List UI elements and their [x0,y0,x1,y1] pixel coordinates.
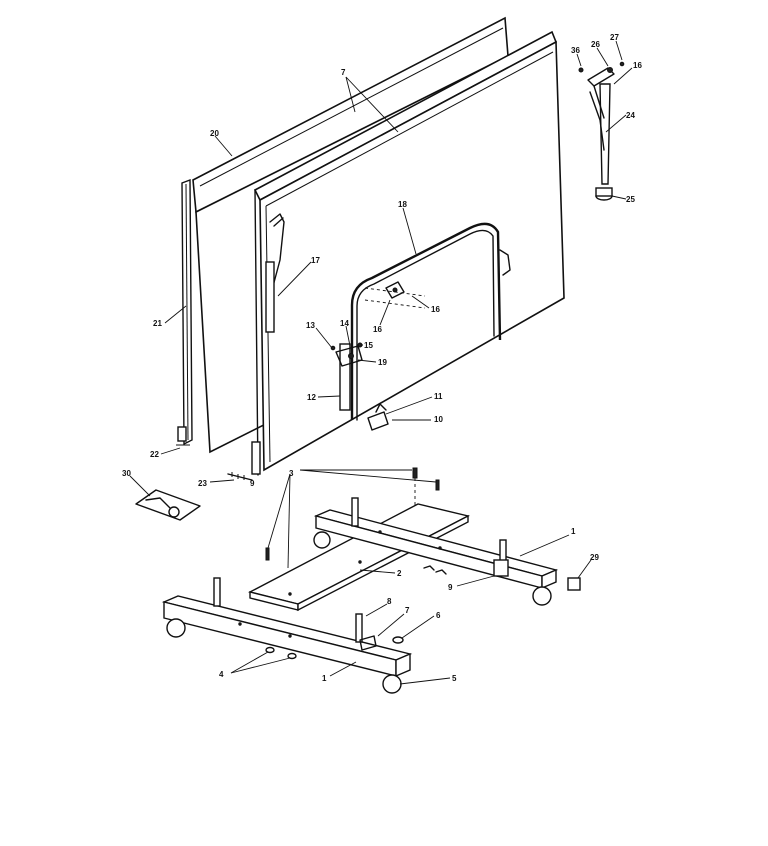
callout-30: 30 [122,469,131,478]
callout-36: 36 [571,46,580,55]
callout-23: 23 [198,479,207,488]
callout-8: 8 [387,597,392,606]
caps-and-glides [265,565,581,660]
callout-27: 27 [610,33,619,42]
callout-19-latch: 19 [378,358,387,367]
callout-21: 21 [153,319,162,328]
callout-15: 15 [364,341,373,350]
callout-12: 12 [307,393,316,402]
callout-7: 7 [405,606,410,615]
callout-16-leg: 16 [633,61,642,70]
callout-14: 14 [340,319,349,328]
edge-trim-strip [176,178,193,446]
callout-11: 11 [434,392,443,401]
bolts [265,467,440,561]
hinge-bracket [265,213,285,333]
upper-latch-clip [385,281,405,299]
callout-3: 3 [289,469,294,478]
callout-labels: 7 20 21 17 18 16 16 13 14 15 19 12 11 10… [122,33,642,683]
rear-base-rail [313,497,559,606]
callout-25: 25 [626,195,635,204]
callout-4: 4 [219,670,224,679]
callout-18: 18 [398,200,407,209]
callout-1-rear: 1 [571,527,576,536]
callout-13: 13 [306,321,315,330]
support-leg [578,61,625,201]
callout-16-right: 16 [431,305,440,314]
leader-lines [129,40,633,685]
screw [227,441,261,481]
callout-19-top: 7 [341,68,346,77]
callout-5: 5 [452,674,457,683]
callout-9-screw: 9 [250,479,255,488]
lower-hinge [367,403,389,431]
front-table-panel [253,30,565,476]
callout-10: 10 [434,415,443,424]
callout-1-front: 1 [322,674,327,683]
callout-29: 29 [590,553,599,562]
callout-22: 22 [150,450,159,459]
front-base-rail [161,577,413,694]
callout-16-left: 16 [373,325,382,334]
callout-26: 26 [591,40,600,49]
callout-9: 9 [448,583,453,592]
callout-6: 6 [436,611,441,620]
caster-plate [135,489,201,521]
callout-2: 2 [397,569,402,578]
callout-24: 24 [626,111,635,120]
callout-17: 17 [311,256,320,265]
callout-20: 20 [210,129,219,138]
